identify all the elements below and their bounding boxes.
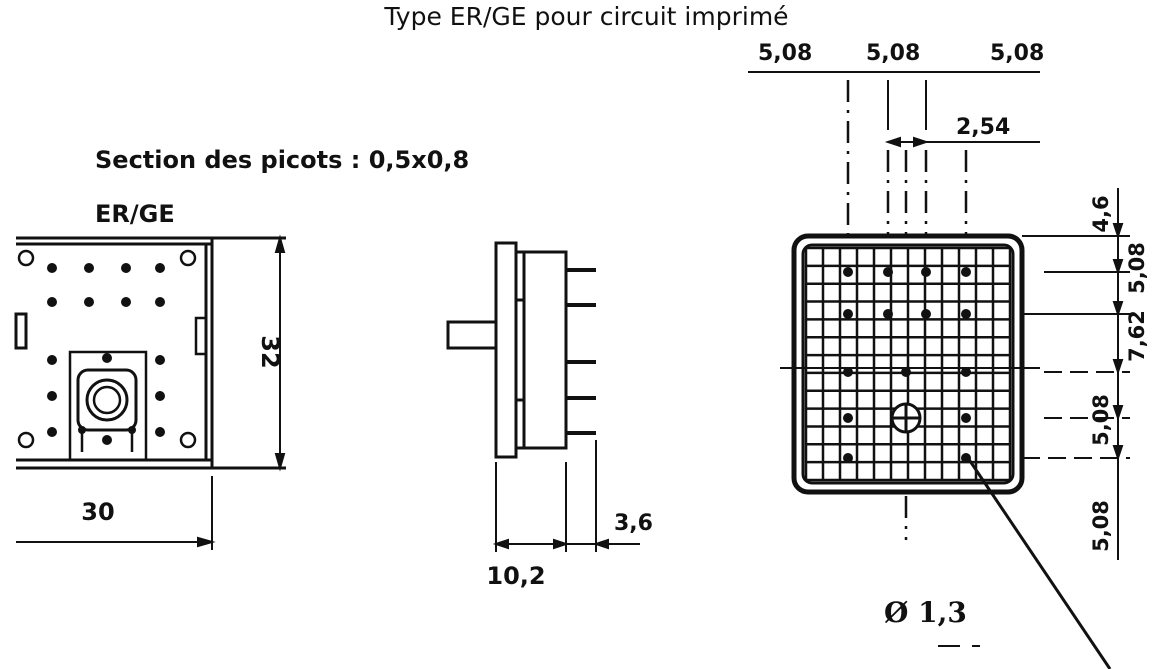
drawing-title: Type ER/GE pour circuit imprimé (384, 2, 789, 31)
pcb-pad (883, 309, 893, 319)
hole-diameter-label: Ø 1,3 (884, 596, 967, 629)
dim-right-d: 5,08 (1089, 500, 1113, 552)
pcb-pad (843, 367, 853, 377)
guide-lines (846, 80, 968, 540)
dim-width (16, 476, 216, 550)
side-view-pins (566, 268, 596, 435)
pcb-pad (883, 267, 893, 277)
pcb-grid (804, 246, 1012, 482)
dim-height (274, 234, 286, 472)
pcb-pad (901, 367, 911, 377)
dim-pin-length-label: 3,6 (614, 511, 653, 536)
pcb-pad (843, 413, 853, 423)
pcb-pads (843, 267, 971, 463)
dim-top-mid: 5,08 (866, 41, 920, 66)
front-view-pins (47, 263, 165, 445)
top-dim-lines (748, 71, 1040, 148)
dim-width-label: 30 (81, 498, 114, 526)
dim-top-right: 5,08 (990, 41, 1044, 66)
dim-offset: 2,54 (956, 115, 1010, 140)
pcb-pad (843, 267, 853, 277)
pcb-outline (791, 233, 1025, 495)
pcb-pad (961, 309, 971, 319)
front-view (14, 236, 286, 470)
hole-leader (966, 457, 1112, 669)
dim-depth-label: 10,2 (486, 562, 545, 590)
pcb-pad (961, 413, 971, 423)
side-view (446, 241, 568, 459)
section-label: Section des picots : 0,5x0,8 (95, 146, 469, 174)
pcb-pad (961, 367, 971, 377)
right-dim-lines (1022, 188, 1130, 560)
dim-right-c: 5,08 (1089, 394, 1113, 446)
dim-depth (492, 440, 640, 552)
pcb-pad (961, 267, 971, 277)
pcb-pad (843, 309, 853, 319)
pcb-pad (921, 309, 931, 319)
dim-right-a: 5,08 (1125, 242, 1149, 294)
dim-height-label: 32 (256, 335, 284, 368)
model-label: ER/GE (95, 200, 175, 228)
pcb-pad (921, 267, 931, 277)
pcb-pad (843, 453, 853, 463)
dim-right-b: 7,62 (1125, 310, 1149, 362)
dim-right-top: 4,6 (1089, 195, 1113, 232)
dim-top-left: 5,08 (758, 41, 812, 66)
center-hole (890, 402, 922, 434)
